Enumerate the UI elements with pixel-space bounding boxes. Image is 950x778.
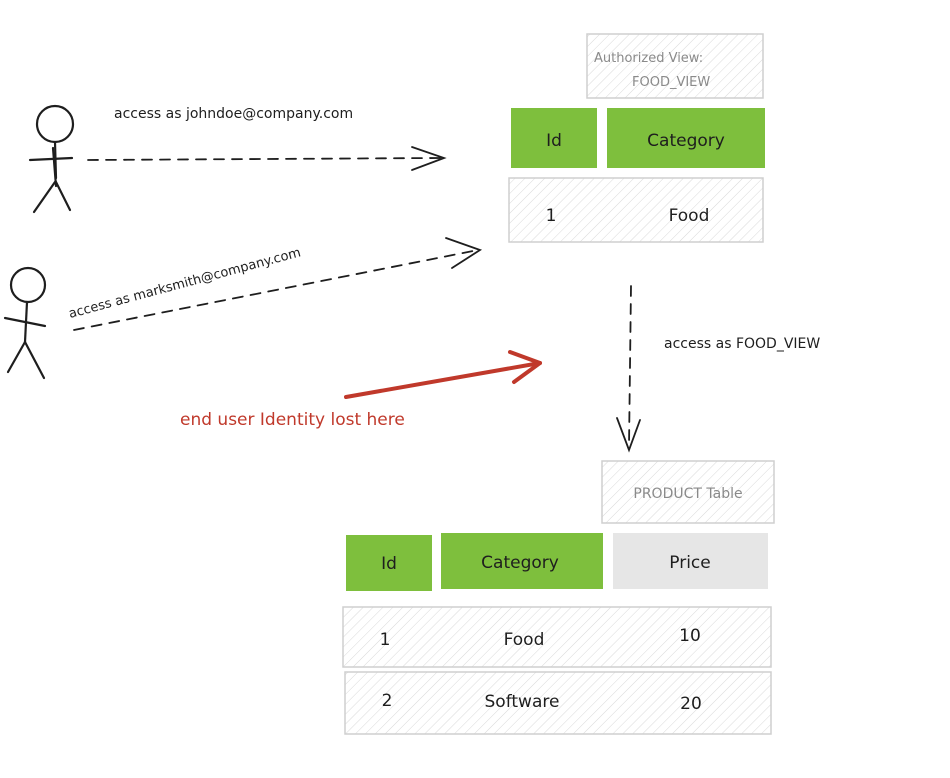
product-header-price: Price — [669, 553, 710, 573]
view-header-category: Category — [647, 131, 725, 151]
view-title-line1: Authorized View: — [594, 51, 703, 66]
view-header-id: Id — [546, 131, 562, 151]
product-header-row: Id Category Price — [346, 533, 768, 591]
view-row-1-id: 1 — [546, 206, 557, 226]
product-row-2-category: Software — [485, 692, 560, 712]
view-header-row: Id Category — [511, 108, 765, 168]
product-header-id: Id — [381, 554, 397, 574]
identity-lost-note: end user Identity lost here — [180, 410, 405, 430]
johndoe-access-arrow — [87, 146, 447, 171]
product-row-1: 1 Food 10 — [342, 606, 772, 668]
user-marksmith-icon — [3, 266, 47, 380]
johndoe-access-label: access as johndoe@company.com — [114, 106, 353, 122]
marksmith-access-arrow — [73, 237, 483, 331]
product-row-2: 2 Software 20 — [344, 671, 772, 735]
product-title-box: PRODUCT Table — [601, 460, 775, 524]
food-view-access-arrow — [616, 285, 641, 453]
user-johndoe-icon — [28, 104, 75, 214]
identity-lost-arrow — [344, 350, 542, 399]
food-view-access-label: access as FOOD_VIEW — [664, 336, 820, 352]
view-title-box: Authorized View: FOOD_VIEW — [586, 33, 764, 99]
product-row-2-id: 2 — [382, 691, 393, 711]
product-row-1-category: Food — [504, 630, 545, 650]
product-title: PRODUCT Table — [633, 486, 742, 502]
marksmith-access-label: access as marksmith@company.com — [67, 245, 302, 322]
view-row-1: 1 Food — [508, 177, 764, 243]
product-row-1-id: 1 — [380, 630, 391, 650]
product-row-1-price: 10 — [679, 626, 701, 646]
product-header-category: Category — [481, 553, 559, 573]
view-title-line2: FOOD_VIEW — [632, 75, 710, 90]
product-row-2-price: 20 — [680, 694, 702, 714]
view-row-1-category: Food — [669, 206, 710, 226]
